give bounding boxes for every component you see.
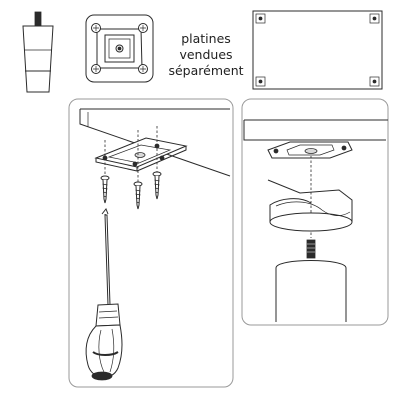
- step-1-screw-plate: [68, 98, 234, 388]
- screwdriver-icon: [85, 208, 123, 381]
- step-2-attach-leg: [241, 98, 389, 326]
- caption-plates-sold-separately: platines vendues séparément: [162, 31, 250, 79]
- leg-bolt-icon: [269, 198, 353, 322]
- mounting-plate-icon: [85, 14, 154, 83]
- corner-plate-br: [369, 76, 380, 87]
- caption-line-3: séparément: [168, 63, 244, 78]
- tapered-leg-icon: [22, 11, 54, 93]
- corner-plate-tr: [369, 13, 380, 24]
- corner-plate-tl: [255, 13, 266, 24]
- tabletop-corners-icon: [252, 10, 383, 90]
- screw-1: [100, 175, 110, 204]
- corner-plate-bl: [255, 76, 266, 87]
- caption-line-1: platines: [181, 31, 231, 46]
- screw-3: [152, 171, 162, 200]
- caption-line-2: vendues: [179, 47, 233, 62]
- screw-2: [133, 181, 143, 210]
